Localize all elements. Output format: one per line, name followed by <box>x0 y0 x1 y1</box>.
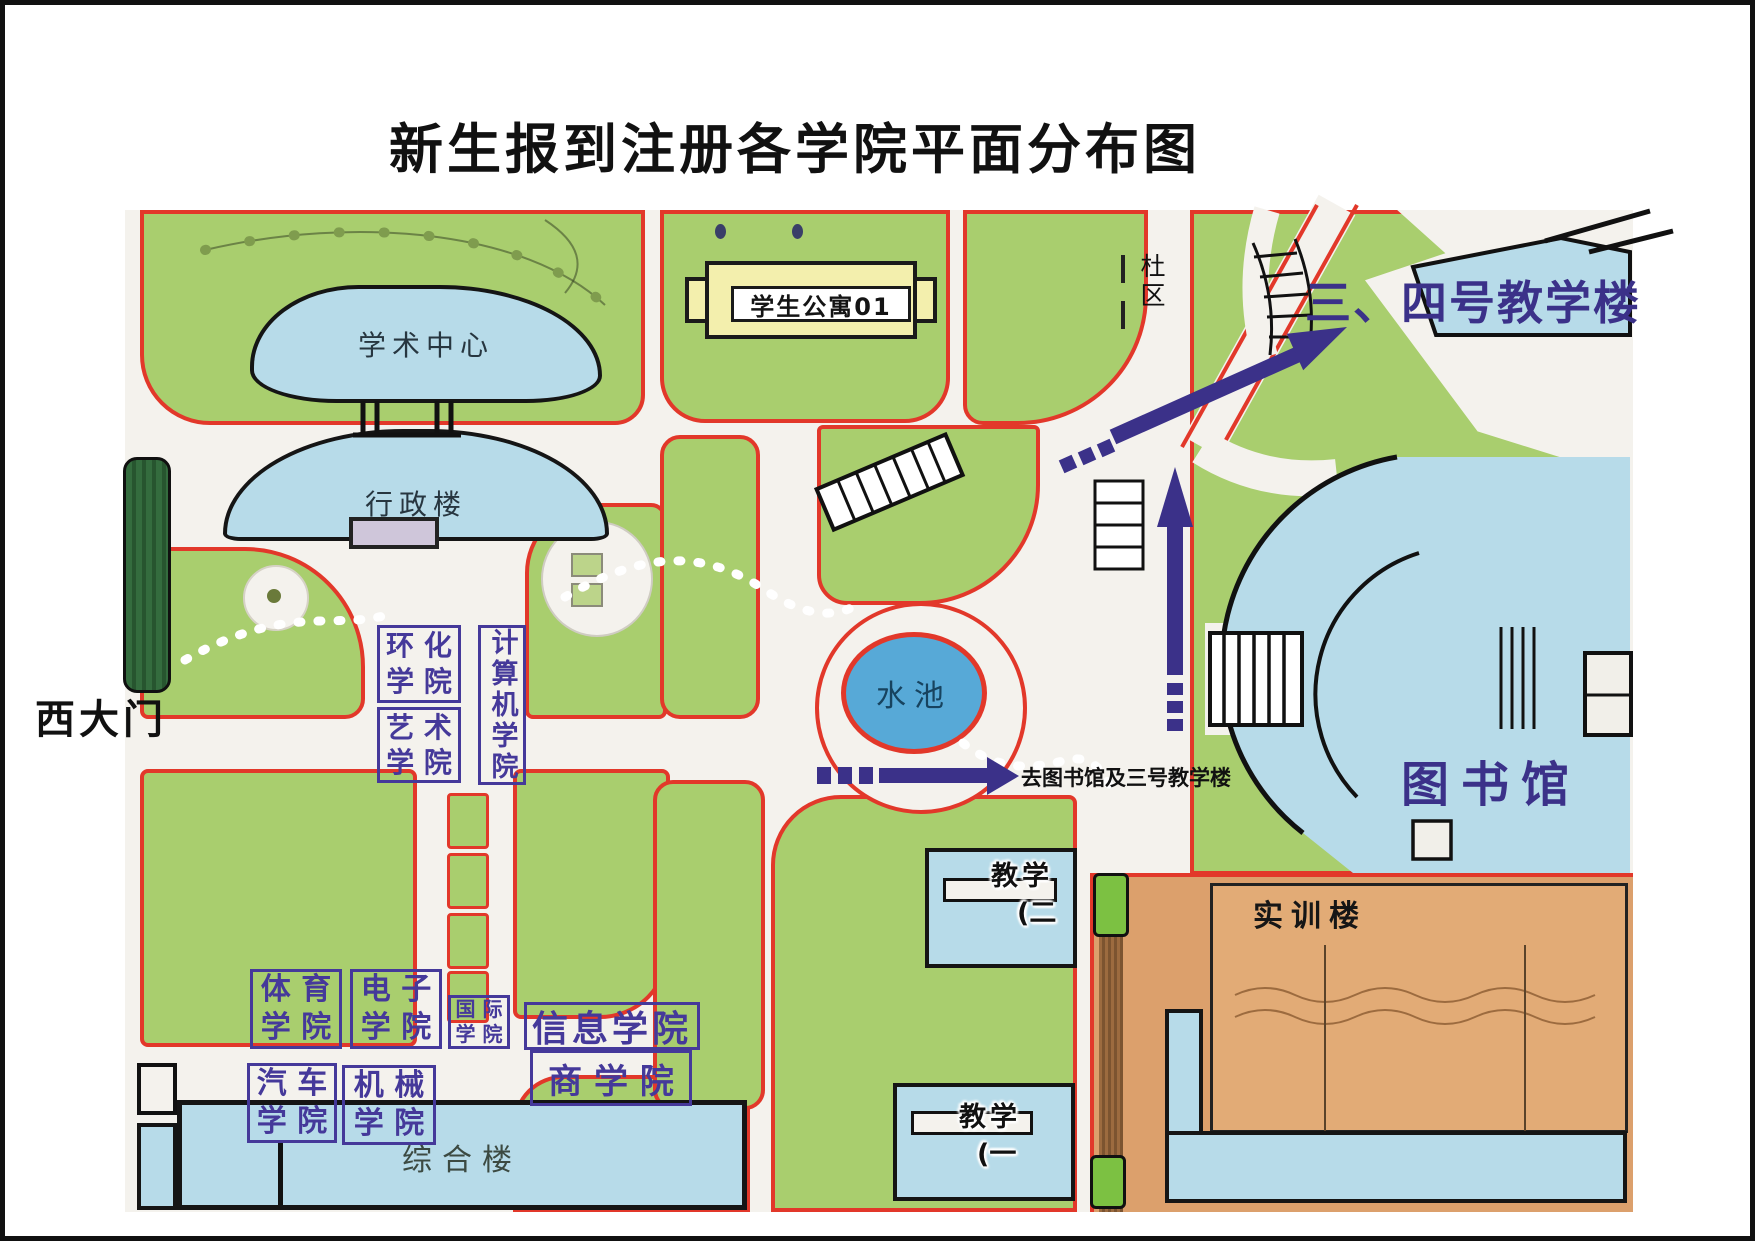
garden-dot <box>267 589 281 603</box>
training-green-accent <box>1093 873 1129 937</box>
teaching-1-label: 教学 <box>959 1102 1021 1133</box>
stairs-curved <box>1251 238 1313 358</box>
college-box-international: 国 际学 院 <box>448 995 510 1049</box>
college-box-huanhua: 环 化学 院 <box>377 625 461 703</box>
admin-building-label: 行政楼 <box>364 488 467 521</box>
teaching-2-building <box>925 848 1077 968</box>
teaching-3-4-label: 三、四号教学楼 <box>1305 278 1641 329</box>
road-island <box>447 853 489 909</box>
teaching-1-building <box>893 1083 1075 1201</box>
stairs-small <box>1093 479 1145 571</box>
training-green-accent <box>1090 1155 1126 1209</box>
library-building <box>1218 208 1674 873</box>
route-arrow-northeast <box>1058 327 1347 474</box>
lawn-southwest <box>140 769 417 1047</box>
stairs-grate <box>1208 631 1304 727</box>
tree-path <box>544 219 579 294</box>
building-divider <box>278 1143 283 1205</box>
stairs-ramp <box>813 431 966 533</box>
teaching-1-court <box>911 1111 1033 1135</box>
comprehensive-building: 综合楼 <box>177 1100 747 1210</box>
college-box-computer: 计算机学院 <box>478 625 526 785</box>
route-arrow-north <box>1157 467 1193 731</box>
lawn-south-center <box>513 769 670 1019</box>
training-building <box>1165 1131 1627 1203</box>
pond-label: 水池 <box>876 679 952 714</box>
library-label: 图书馆 <box>1401 759 1582 812</box>
map-decorations <box>180 194 1674 1131</box>
college-box-electronics: 电 子学 院 <box>350 969 442 1049</box>
diagonal-road <box>1180 194 1359 497</box>
teaching-2-label: 教学 <box>991 861 1053 892</box>
west-gate-label: 西大门 <box>35 697 167 742</box>
road-island <box>447 793 489 849</box>
academic-center-building: 学术中心 <box>250 285 602 403</box>
training-label: 实训楼 <box>1253 899 1367 934</box>
map-dot <box>715 224 726 239</box>
tree-path <box>204 231 606 306</box>
hedge <box>123 457 171 693</box>
training-building-wing <box>1165 1009 1203 1137</box>
annex-block <box>137 1123 177 1210</box>
comprehensive-label: 综合楼 <box>402 1143 522 1178</box>
college-box-business: 商 学 院 <box>530 1050 692 1106</box>
college-box-mechanical: 机 械学 院 <box>342 1065 436 1145</box>
teaching-1-number: (一 <box>977 1139 1017 1170</box>
footbridge <box>353 401 461 438</box>
lawn-south-strip <box>653 780 765 1110</box>
teaching-2-court <box>943 878 1057 902</box>
training-waves <box>1234 945 1596 1131</box>
lawn-center-strip <box>660 435 760 719</box>
training-yard <box>1210 883 1628 1133</box>
map-dot <box>792 224 803 239</box>
fountain-detail <box>571 553 603 577</box>
page-title: 新生报到注册各学院平面分布图 <box>389 120 1201 180</box>
road-island <box>447 913 489 969</box>
annex-block <box>137 1063 177 1115</box>
college-box-pe: 体 育学 院 <box>250 969 342 1049</box>
apartment-label: 学生公寓01 <box>731 286 911 322</box>
pond: 水池 <box>841 632 987 754</box>
academic-center-label: 学术中心 <box>357 329 494 362</box>
route-arrow-east <box>817 757 1019 795</box>
district-label: 杜区 <box>1137 253 1164 311</box>
tree-dots <box>200 227 610 310</box>
college-box-arts: 艺 术学 院 <box>377 707 461 783</box>
dotted-path <box>180 556 1120 802</box>
teaching-2-number: (二 <box>1017 898 1057 929</box>
college-box-information: 信息学院 <box>524 1002 700 1050</box>
college-box-automotive: 汽 车学 院 <box>247 1063 337 1143</box>
admin-entrance <box>349 517 439 549</box>
to-library-note: 去图书馆及三号教学楼 <box>1021 766 1231 790</box>
